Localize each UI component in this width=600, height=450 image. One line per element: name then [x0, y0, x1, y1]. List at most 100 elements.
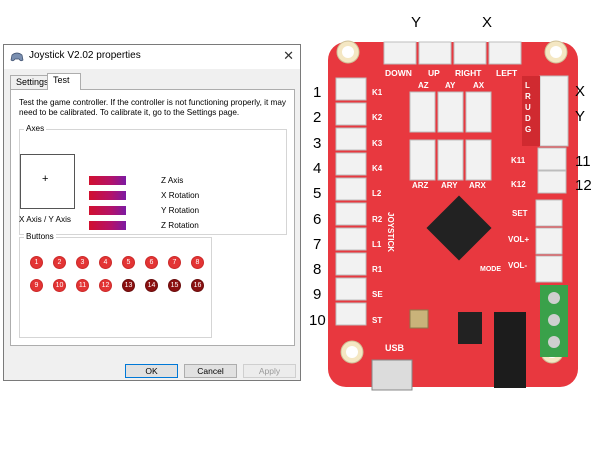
xy-axis-box: + [20, 154, 75, 209]
game-controller-icon [10, 52, 24, 62]
right-label-y: Y [575, 108, 586, 125]
x-rotation-bar [89, 191, 126, 200]
axis-label-ax: AX [473, 81, 485, 90]
number-4: 4 [313, 159, 322, 177]
z-axis-label: Z Axis [161, 176, 184, 185]
xy-axis-label: X Axis / Y Axis [19, 215, 72, 224]
connector-down [383, 41, 417, 65]
axis-label-arx: ARX [469, 181, 486, 190]
connector-k1 [335, 77, 367, 101]
y-rotation-label: Y Rotation [161, 206, 200, 215]
joystick-button-indicator-13: 13 [122, 279, 135, 292]
joystick-board-image [328, 40, 578, 391]
buttons-group-label: Buttons [24, 232, 56, 241]
joystick-button-indicator-1: 1 [30, 256, 43, 269]
pin-label-k2: K2 [372, 113, 383, 123]
lrudg-connector [539, 75, 569, 147]
ok-button[interactable]: OK [125, 364, 178, 378]
connector-vol-minus [535, 255, 563, 283]
joystick-button-indicator-7: 7 [168, 256, 181, 269]
joystick-button-indicator-15: 15 [168, 279, 181, 292]
tab-test[interactable]: Test [47, 73, 81, 90]
pin-label-r2: R2 [372, 214, 383, 224]
mount-hole-icon [550, 46, 562, 58]
number-6: 6 [313, 210, 322, 228]
tab-settings[interactable]: Settings [10, 75, 49, 89]
usb-port [371, 359, 413, 391]
pin-label-se: SE [372, 290, 383, 300]
apply-button[interactable]: Apply [243, 364, 296, 378]
mount-hole-icon [342, 46, 354, 58]
top-label-y: Y [411, 14, 422, 31]
connector-k4 [335, 152, 367, 176]
joystick-button-indicator-11: 11 [76, 279, 89, 292]
pin-label-r1: R1 [372, 265, 383, 275]
joystick-button-indicator-14: 14 [145, 279, 158, 292]
dir-label-right: RIGHT [455, 68, 482, 78]
usb-label: USB [385, 343, 405, 353]
pin-label-l1: L1 [372, 239, 382, 249]
microcontroller-chip [426, 195, 492, 261]
connector-l2 [335, 177, 367, 201]
number-2: 2 [313, 109, 322, 127]
dir-label-up: UP [428, 68, 440, 78]
joystick-button-indicator-6: 6 [145, 256, 158, 269]
axes-group-label: Axes [24, 124, 47, 133]
lrudg-label: L R U D G [525, 81, 532, 134]
dir-label-left: LEFT [496, 68, 518, 78]
screw-terminal-icon [548, 336, 560, 348]
number-3: 3 [313, 134, 322, 152]
connector-ay [437, 91, 464, 133]
number-8: 8 [313, 261, 322, 279]
cancel-button[interactable]: Cancel [184, 364, 237, 378]
pin-label-vol-plus: VOL+ [508, 235, 530, 244]
pin-label-k11: K11 [511, 156, 526, 165]
connector-right [453, 41, 487, 65]
right-label-x: X [575, 83, 586, 100]
number-11: 11 [575, 153, 591, 170]
number-7: 7 [313, 235, 322, 253]
joystick-button-indicator-3: 3 [76, 256, 89, 269]
axis-label-az: AZ [418, 81, 429, 90]
mode-label: MODE [480, 266, 501, 273]
connector-r2 [335, 202, 367, 226]
connector-set [535, 199, 563, 227]
joystick-button-indicator-12: 12 [99, 279, 112, 292]
close-icon[interactable]: ✕ [283, 48, 294, 63]
z-axis-bar [89, 176, 126, 185]
connector-up [418, 41, 452, 65]
title-bar: Joystick V2.02 properties ✕ [4, 45, 300, 69]
connector-k11 [537, 147, 567, 171]
joystick-button-indicator-8: 8 [191, 256, 204, 269]
window-title: Joystick V2.02 properties [29, 50, 141, 61]
number-5: 5 [313, 185, 322, 203]
audio-jack [494, 312, 526, 388]
joystick-button-indicator-9: 9 [30, 279, 43, 292]
x-rotation-label: X Rotation [161, 191, 200, 200]
connector-k3 [335, 127, 367, 151]
pin-label-k12: K12 [511, 180, 526, 189]
z-rotation-bar [89, 221, 126, 230]
crystal [409, 309, 429, 329]
number-12: 12 [575, 177, 592, 194]
top-label-x: X [482, 14, 493, 31]
test-description: Test the game controller. If the control… [19, 98, 286, 117]
connector-r1 [335, 252, 367, 276]
pin-label-vol-minus: VOL- [508, 261, 528, 270]
lrudg-label-area [522, 76, 540, 146]
y-rotation-bar [89, 206, 126, 215]
screw-terminal-icon [548, 292, 560, 304]
axis-label-arz: ARZ [412, 181, 429, 190]
pin-label-k4: K4 [372, 163, 383, 173]
dir-label-down: DOWN [385, 68, 412, 78]
joystick-button-indicator-10: 10 [53, 279, 66, 292]
pin-label-st: ST [372, 315, 383, 325]
connector-left [488, 41, 522, 65]
axis-label-ary: ARY [441, 181, 458, 190]
connector-arz [409, 139, 436, 181]
mount-hole-icon [346, 346, 358, 358]
pin-label-set: SET [512, 209, 528, 218]
screw-terminal-icon [548, 314, 560, 326]
axis-label-ay: AY [445, 81, 456, 90]
